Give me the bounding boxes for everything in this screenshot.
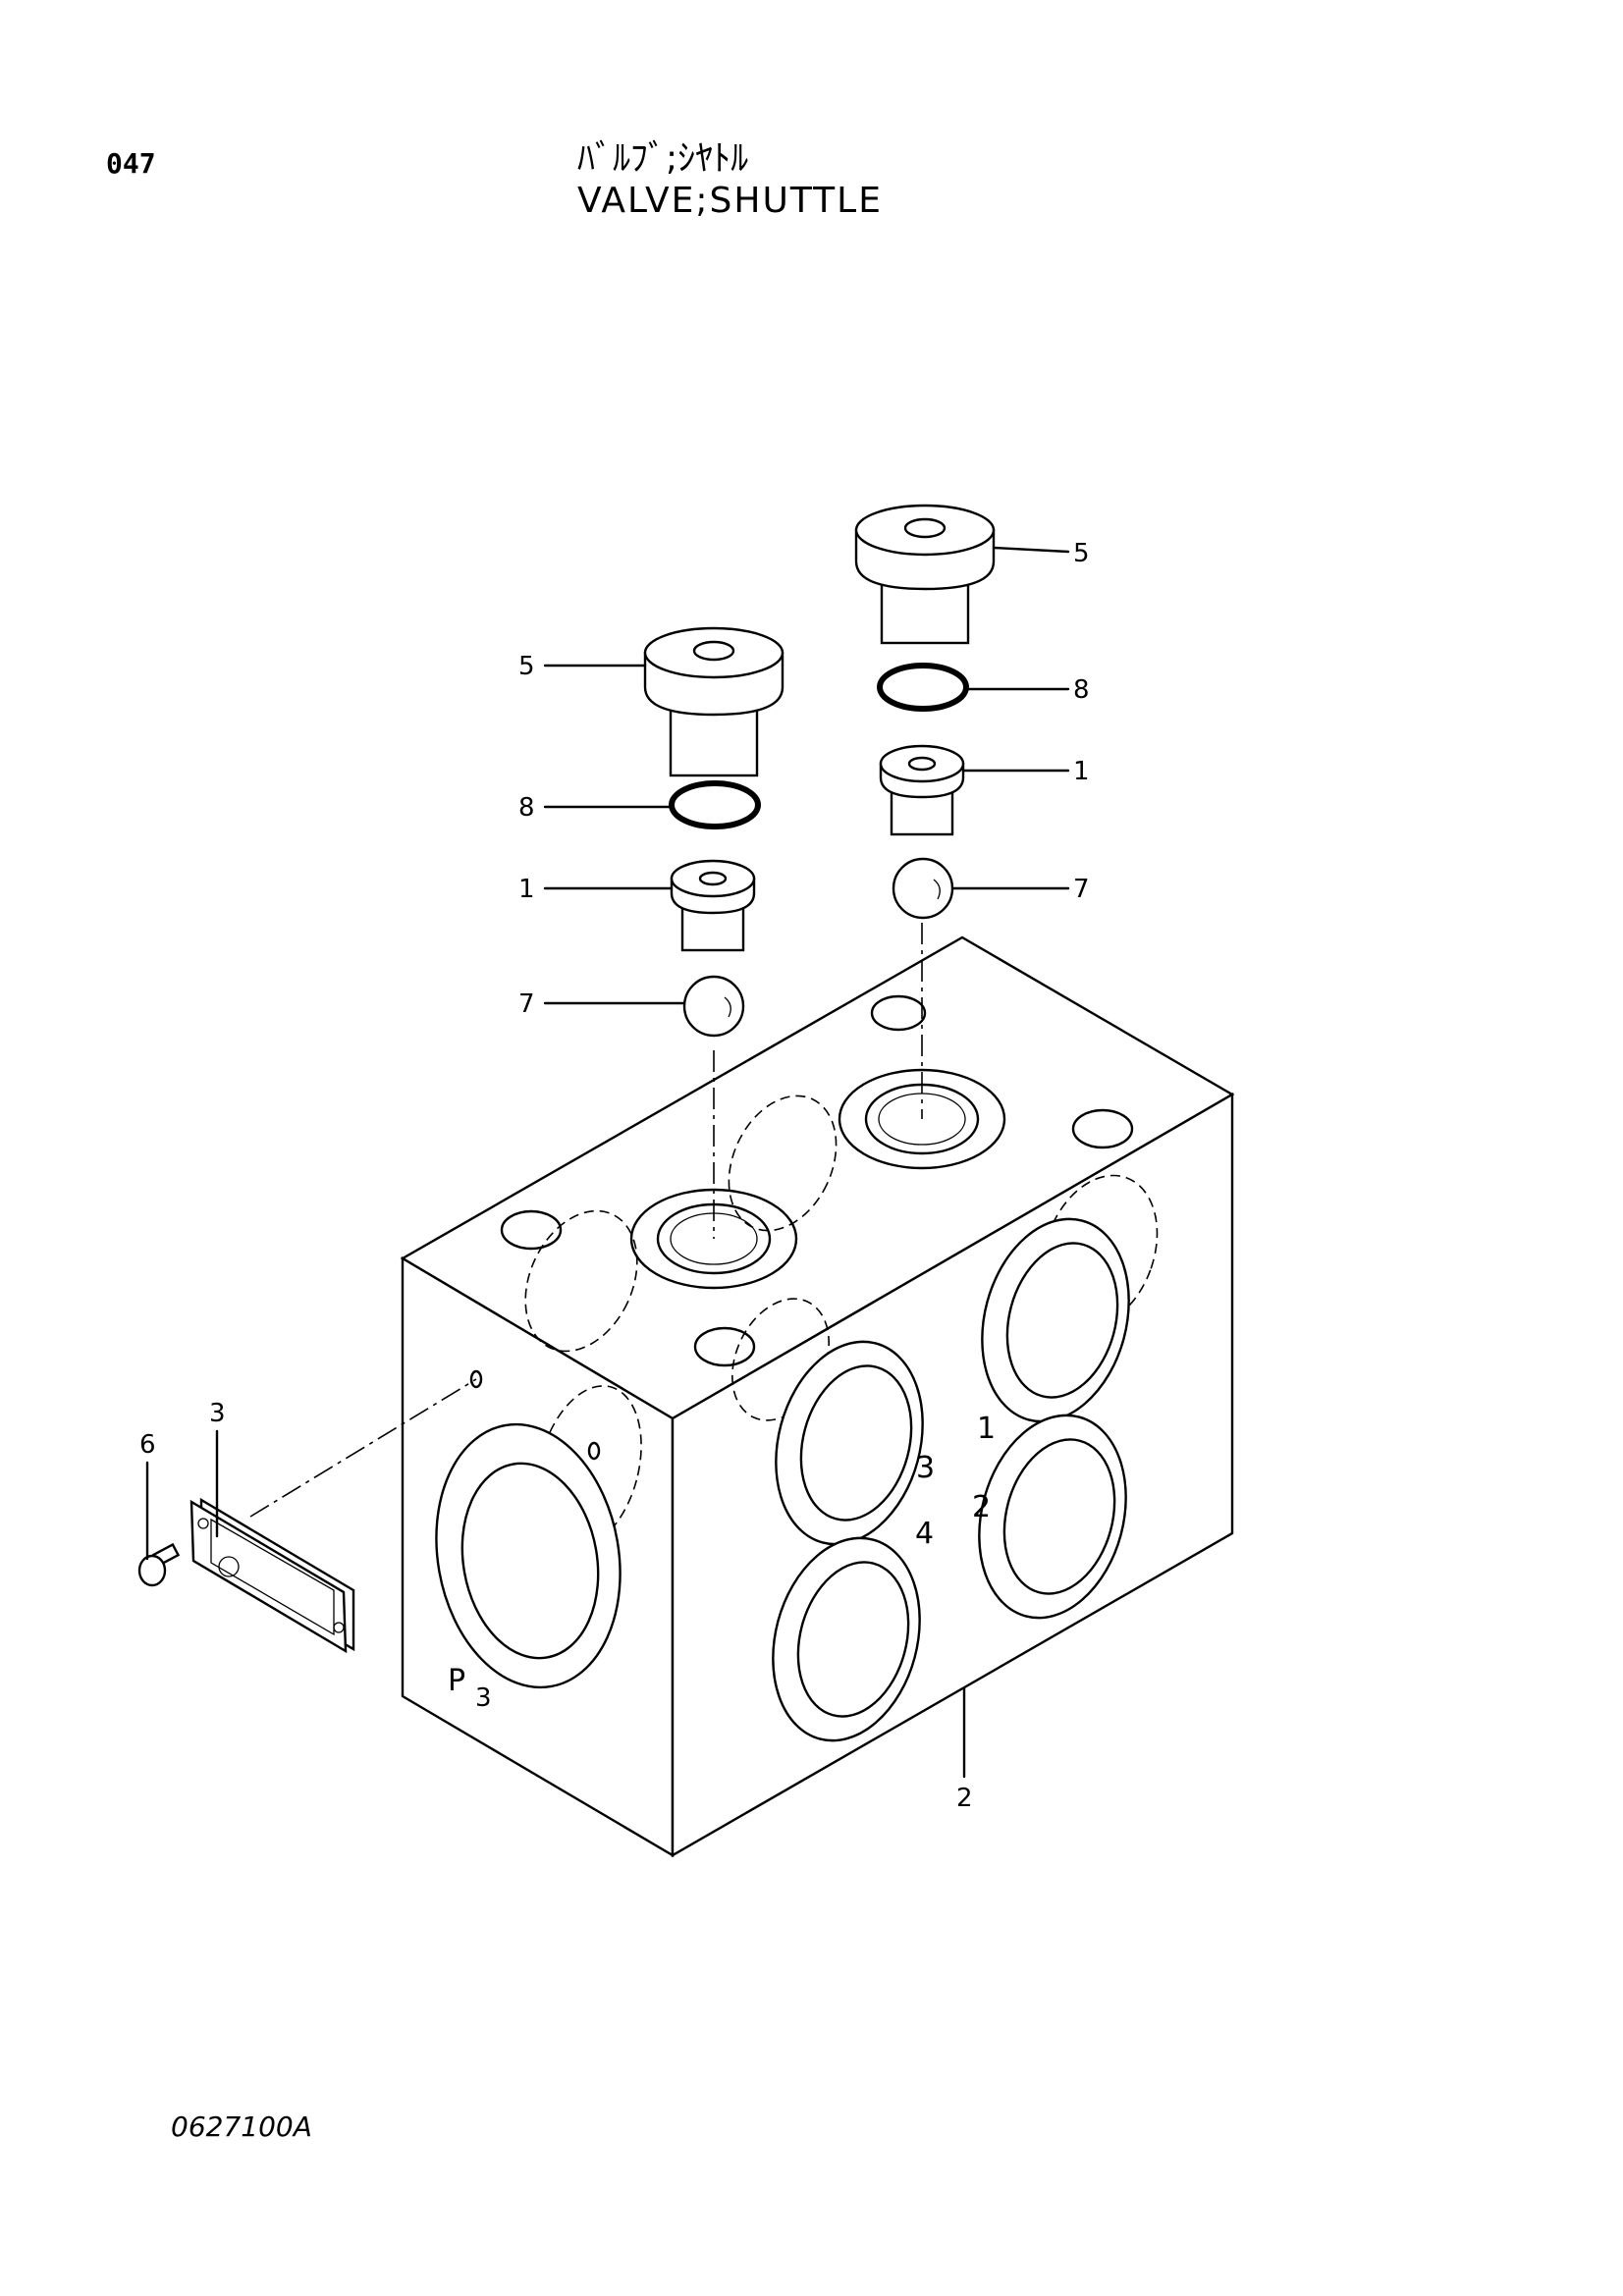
plug-right [854,504,996,645]
callout-8-left: 8 [518,793,535,823]
callout-1-left: 1 [518,875,535,904]
page-number: 047 [106,147,156,180]
port-label-p: P [448,1664,465,1698]
port-label-3: 3 [916,1451,935,1485]
callout-8-right: 8 [1073,675,1090,705]
port-2 [978,1414,1127,1620]
name-plate [189,1497,355,1654]
port-1 [981,1217,1130,1423]
title-japanese: ﾊﾞﾙﾌﾞ;ｼﾔﾄﾙ [577,138,749,179]
port-p3 [435,1422,622,1689]
callout-numbers: 5 8 1 7 5 8 1 7 2 3 6 [139,539,1090,1813]
ball-left [682,975,745,1038]
callout-5-left: 5 [518,652,535,681]
port-label-2: 2 [972,1490,991,1524]
callout-1-right: 1 [1073,757,1090,786]
callout-6: 6 [139,1430,156,1460]
leader-lines [145,546,1070,1779]
top-small-hole [1071,1108,1134,1149]
top-small-hole [870,994,927,1032]
port-label-1: 1 [977,1412,996,1446]
rivet [137,1542,181,1587]
callout-3: 3 [209,1399,226,1428]
port-4 [772,1536,921,1742]
plug-left [643,626,784,777]
callout-7-right: 7 [1073,875,1090,904]
valve-body: 1 2 3 4 P 3 [400,935,1235,1858]
seat-right [879,744,965,836]
port-label-4: 4 [915,1517,934,1551]
callout-5-right: 5 [1073,539,1090,568]
callout-2: 2 [956,1784,973,1813]
o-ring-left [669,780,761,829]
o-ring-right [877,663,969,712]
ball-right [892,857,954,920]
seat-left [670,859,756,952]
top-small-hole [693,1326,756,1367]
top-small-hole [500,1209,563,1251]
drawing-code: 0627100A [171,2110,312,2143]
callout-7-left: 7 [518,989,535,1019]
title-english: VALVE;SHUTTLE [577,181,883,221]
port-3 [775,1340,924,1546]
port-label-p-subscript: 3 [475,1683,492,1713]
